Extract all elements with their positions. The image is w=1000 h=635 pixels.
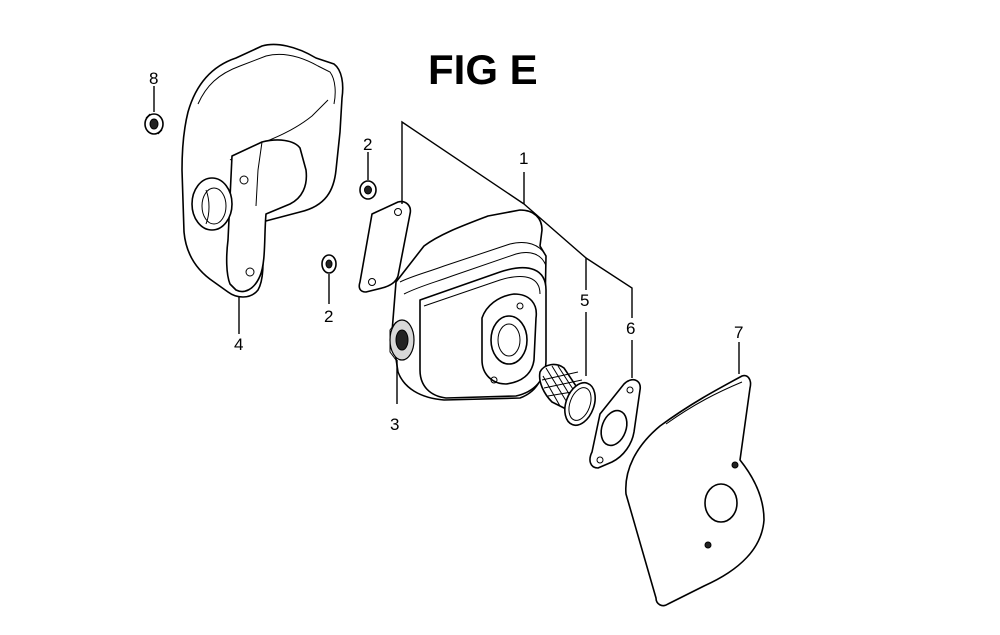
part-1-gasket-plate: [358, 200, 412, 293]
part-1-muffler: [389, 209, 547, 401]
callout-6: 6: [626, 319, 635, 338]
part-5-spark-arrester: [538, 363, 596, 427]
part-8-nut: [144, 113, 164, 135]
part-4-muffler-protector: [181, 43, 344, 298]
callout-5: 5: [580, 291, 589, 310]
part-6-gasket: [589, 378, 642, 469]
part-2-nut-lower: [321, 254, 337, 274]
callout-4: 4: [234, 335, 243, 354]
callout-7: 7: [734, 323, 743, 342]
callout-1: 1: [519, 149, 528, 168]
callout-2-lower: 2: [324, 307, 333, 326]
callout-3: 3: [390, 415, 399, 434]
part-2-nut-upper: [359, 180, 377, 200]
callout-8: 8: [149, 69, 158, 88]
leader-1-bracket: [401, 120, 633, 318]
callout-2-upper: 2: [363, 135, 372, 154]
figure-title: FIG E: [428, 46, 538, 93]
part-7-shield-plate: [625, 374, 765, 607]
